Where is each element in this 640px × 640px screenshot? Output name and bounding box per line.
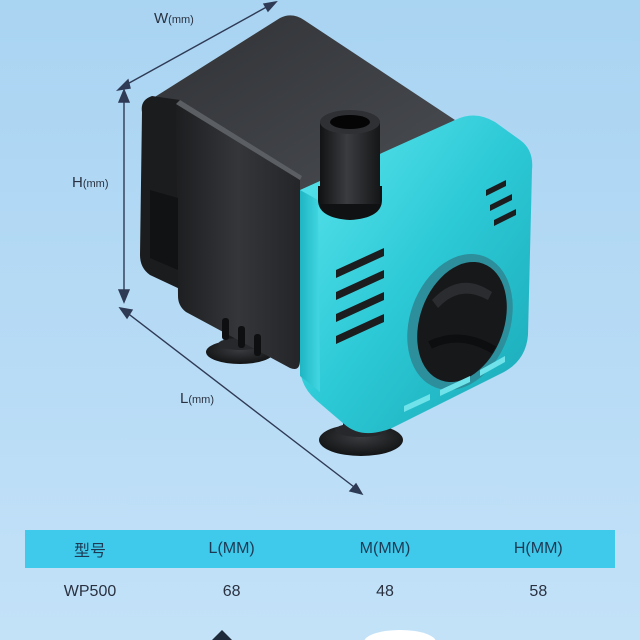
- header-m: M(MM): [359, 540, 411, 557]
- length-unit: (mm): [188, 394, 214, 406]
- length-letter: L: [180, 390, 189, 407]
- header-height: H(MM): [513, 540, 563, 557]
- outlet-nozzle: [318, 110, 382, 220]
- dimension-lines: [115, 0, 364, 496]
- spec-table: 型号 L(MM) M(MM) H(MM) WP500 68 48 58: [25, 530, 615, 616]
- header-length: L(MM): [208, 540, 255, 557]
- length-dimension-label: L(mm): [180, 390, 214, 407]
- height-unit: (mm): [82, 178, 109, 190]
- bottom-decoration: [212, 630, 436, 640]
- header-model: 型号: [73, 543, 106, 560]
- height-dimension-label: H(mm): [72, 174, 109, 191]
- table-row: WP500 68 48 58: [25, 568, 615, 616]
- spec-table-header: 型号 L(MM) M(MM) H(MM): [25, 530, 615, 568]
- pump-product-illustration: [115, 0, 533, 496]
- cell-length: 68: [222, 583, 241, 600]
- cell-m: 48: [376, 583, 394, 600]
- cell-height: 58: [529, 583, 548, 600]
- height-letter: H: [72, 174, 83, 191]
- width-unit: (mm): [168, 14, 194, 26]
- width-dimension-label: W(mm): [154, 10, 194, 27]
- width-letter: W: [154, 10, 169, 27]
- cell-model: WP500: [63, 583, 117, 600]
